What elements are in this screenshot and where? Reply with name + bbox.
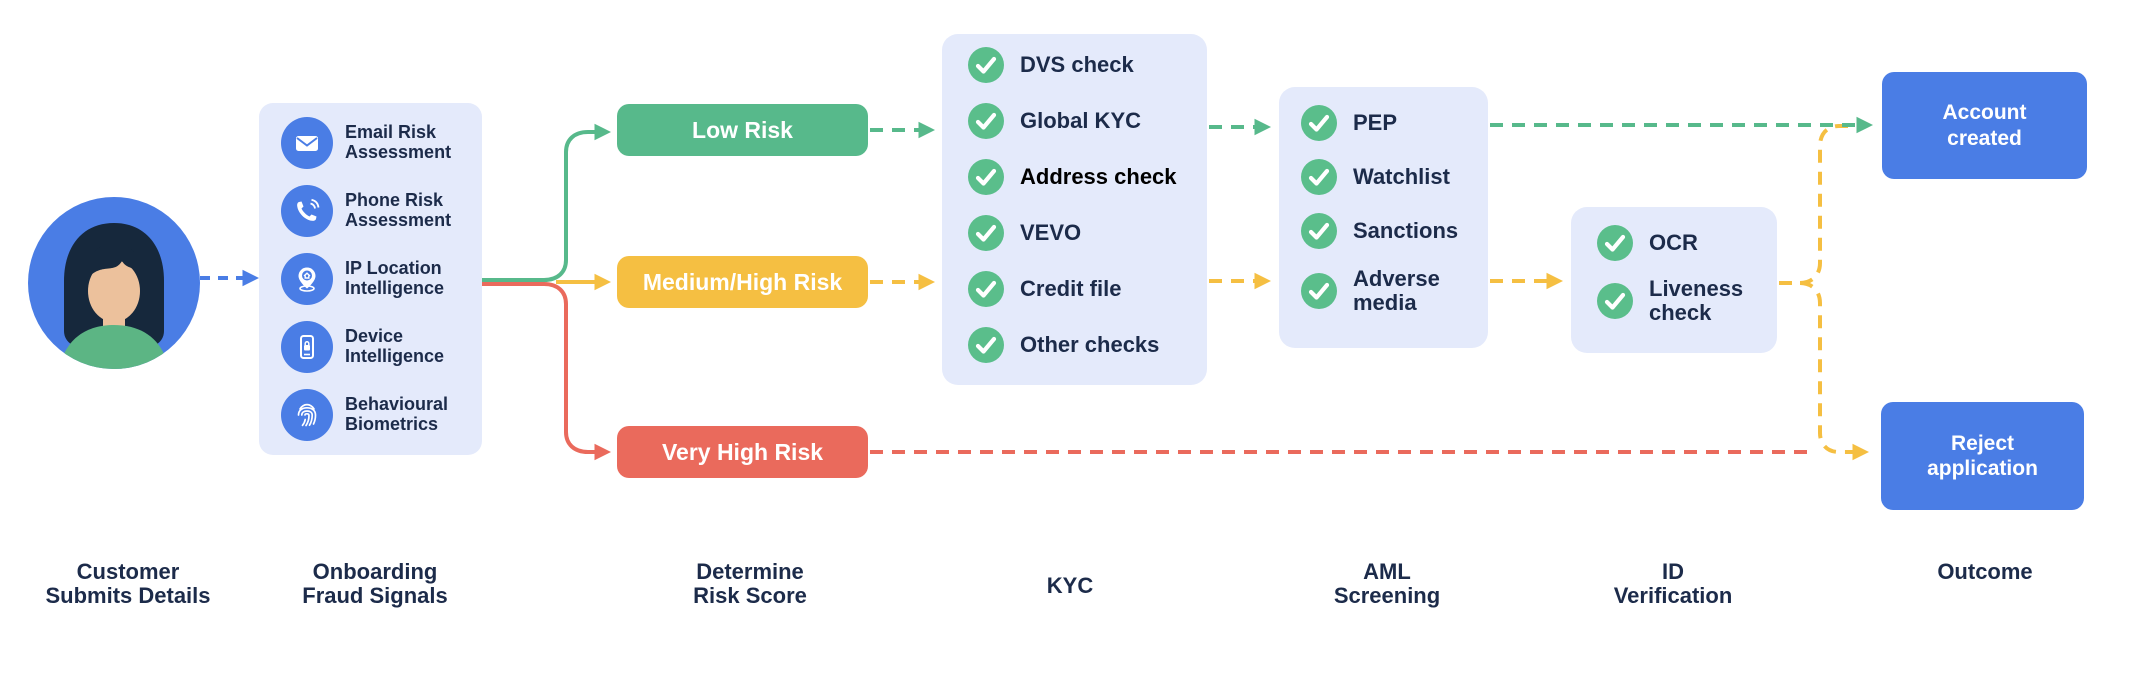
signal-item-email: Email Risk Assessment [281,117,472,169]
check-icon [968,159,1004,195]
very-high-risk-node: Very High Risk [617,426,868,478]
id-verification-panel: OCR Liveness check [1571,207,1777,353]
very-high-risk-label: Very High Risk [661,438,824,465]
check-icon [1301,105,1337,141]
stage-label-aml-screening: AML Screening [1333,559,1441,608]
signal-label: Email Risk Assessment [345,122,452,162]
check-icon [1597,282,1633,319]
id-item-liveness: Liveness check [1597,277,1769,325]
reject-application-label: Reject application [1927,431,2038,480]
id-junction-down-to-reject [1799,281,1870,461]
aml-item-label: Adverse media [1353,266,1440,315]
signal-item-phone: Phone Risk Assessment [281,185,472,237]
kyc-item-label: Address check [1020,164,1177,190]
phone-icon [281,185,333,237]
check-icon [968,103,1004,139]
id-item-label: OCR [1649,230,1698,256]
kyc-panel: DVS check Global KYC Address check VEVO … [942,34,1207,385]
kyc-item-label: VEVO [1020,220,1082,246]
kyc-item-address-check: Address check [968,159,1197,195]
stage-label-customer-submits-details: Customer Submits Details [45,559,211,608]
kyc-item-dvs: DVS check [968,47,1197,83]
reject-application-node: Reject application [1881,402,2084,510]
avatar-shirt [58,325,170,369]
trunk-to-very-high-risk [482,282,612,461]
stage-label-id-verification: ID Verification [1613,559,1733,608]
kyc-item-label: Global KYC [1020,108,1142,134]
check-icon [1301,159,1337,195]
id-item-ocr: OCR [1597,225,1769,261]
aml-item-adverse-media: Adverse media [1301,267,1480,315]
kyc-item-global-kyc: Global KYC [968,103,1197,139]
email-icon [281,117,333,169]
device-icon [281,321,333,373]
signal-label: Phone Risk Assessment [345,190,452,230]
check-icon [1301,213,1337,249]
medium-high-risk-label: Medium/High Risk [642,268,843,295]
aml-item-pep: PEP [1301,105,1480,141]
signal-label: IP Location Intelligence [345,258,445,298]
medium-high-risk-node: Medium/High Risk [617,256,868,308]
kyc-item-vevo: VEVO [968,215,1197,251]
ip-location-icon [281,253,333,305]
aml-item-label: Watchlist [1353,164,1450,190]
avatar-fringe [86,243,142,281]
signal-label: Device Intelligence [345,326,445,366]
stage-label-kyc: KYC [1046,573,1094,598]
low-risk-label: Low Risk [692,116,793,143]
id-item-label: Liveness check [1649,276,1744,325]
check-icon [968,215,1004,251]
aml-item-sanctions: Sanctions [1301,213,1480,249]
kyc-item-label: Credit file [1020,276,1122,302]
check-icon [968,47,1004,83]
signal-item-device: Device Intelligence [281,321,472,373]
fingerprint-icon [281,389,333,441]
avatar-face [88,260,140,322]
kyc-item-other-checks: Other checks [968,327,1197,363]
account-created-node: Account created [1882,72,2087,179]
trunk-to-low-risk [482,123,612,282]
stage-label-determine-risk-score: Determine Risk Score [693,559,807,608]
fraud-signals-panel: Email Risk Assessment Phone Risk Assessm… [259,103,482,455]
kyc-item-label: Other checks [1020,332,1160,358]
stage-label-outcome: Outcome [1937,559,2033,584]
check-icon [1597,225,1633,261]
low-risk-node: Low Risk [617,104,868,156]
check-icon [968,327,1004,363]
aml-item-label: PEP [1353,110,1398,136]
kyc-item-label: DVS check [1020,52,1134,78]
aml-item-label: Sanctions [1353,218,1459,244]
account-created-label: Account created [1942,101,2027,150]
aml-item-watchlist: Watchlist [1301,159,1480,195]
check-icon [1301,272,1337,309]
customer-avatar [28,197,200,369]
signal-item-ip-location: IP Location Intelligence [281,253,472,305]
signal-label: Behavioural Biometrics [345,394,449,434]
signal-item-biometrics: Behavioural Biometrics [281,389,472,441]
id-junction-up-to-approve [1799,124,1848,285]
kyc-item-credit-file: Credit file [968,271,1197,307]
stage-label-onboarding-fraud-signals: Onboarding Fraud Signals [302,559,448,608]
check-icon [968,271,1004,307]
aml-screening-panel: PEP Watchlist Sanctions Adverse media [1279,87,1488,348]
